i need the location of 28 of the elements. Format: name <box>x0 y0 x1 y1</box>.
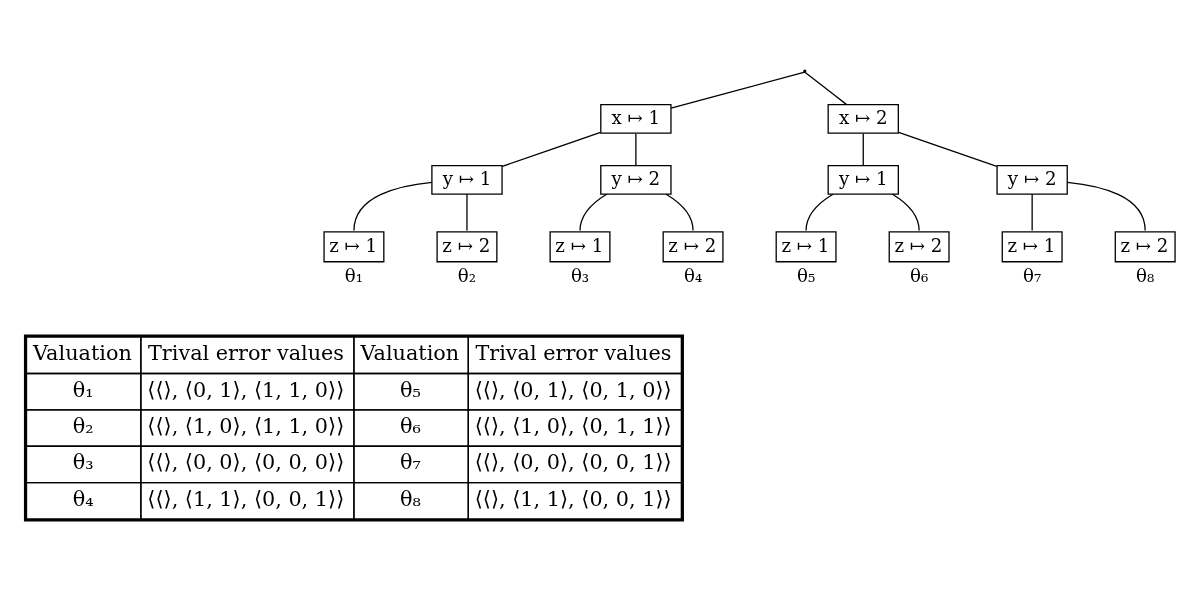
label: ⟨⟨⟩, ⟨0, 1⟩, ⟨1, 1, 0⟩⟩ <box>147 377 345 402</box>
label: θ₅ <box>400 377 421 402</box>
label: θ₇ <box>400 449 421 474</box>
label: ⟨⟨⟩, ⟨1, 1⟩, ⟨0, 0, 1⟩⟩ <box>474 486 672 511</box>
node-label: θ₄ <box>683 264 703 286</box>
label: ⟨⟨⟩, ⟨1, 0⟩, ⟨1, 1, 0⟩⟩ <box>147 413 345 438</box>
label: θ₁ <box>72 377 94 402</box>
label: θ₄ <box>72 486 94 511</box>
label: ⟨⟨⟩, ⟨0, 0⟩, ⟨0, 0, 1⟩⟩ <box>474 449 672 474</box>
node-label: θ₆ <box>910 264 929 286</box>
label: Trival error values <box>475 340 672 365</box>
label: θ₃ <box>72 449 94 474</box>
node-label: θ₁ <box>344 264 364 286</box>
label: Valuation <box>33 340 132 365</box>
label: Trival error values <box>148 340 345 365</box>
node-label: θ₃ <box>570 264 590 286</box>
node-label: θ₇ <box>1023 264 1042 286</box>
node-label: θ₈ <box>1136 264 1155 286</box>
node-label: θ₅ <box>796 264 816 286</box>
label: θ₆ <box>400 413 421 438</box>
label: θ₈ <box>400 486 421 511</box>
label: ⟨⟨⟩, ⟨1, 0⟩, ⟨0, 1, 1⟩⟩ <box>474 413 672 438</box>
label: ⟨⟨⟩, ⟨0, 1⟩, ⟨0, 1, 0⟩⟩ <box>474 377 672 402</box>
node-label: θ₂ <box>457 264 477 286</box>
label: Valuation <box>360 340 460 365</box>
label: ⟨⟨⟩, ⟨0, 0⟩, ⟨0, 0, 0⟩⟩ <box>147 449 345 474</box>
label: θ₂ <box>72 413 94 438</box>
label: ⟨⟨⟩, ⟨1, 1⟩, ⟨0, 0, 1⟩⟩ <box>147 486 345 511</box>
